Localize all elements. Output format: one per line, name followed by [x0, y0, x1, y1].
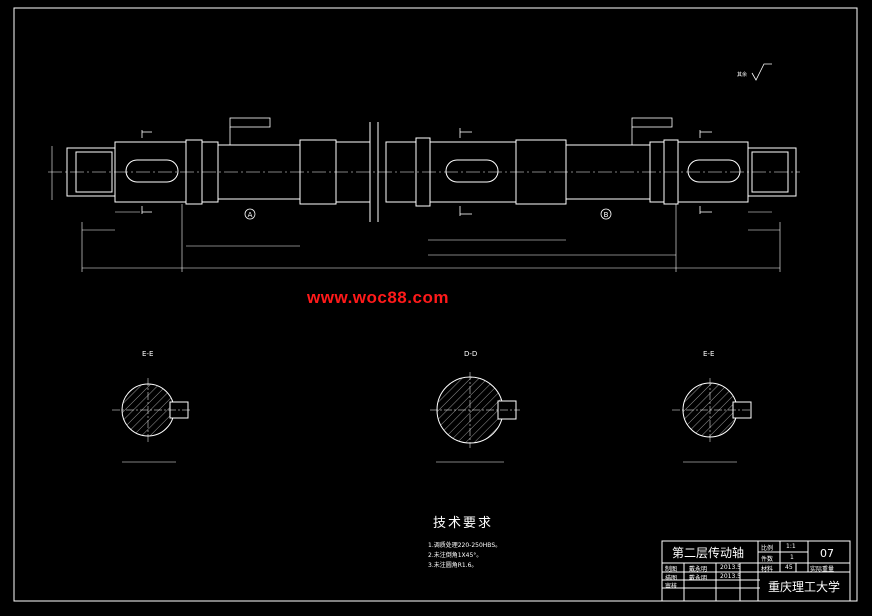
tech-requirement-item: 2.未注倒角1X45°。 — [428, 552, 483, 559]
weight-label: 实际重量 — [810, 566, 835, 573]
check-date: 2013.5 — [720, 573, 741, 580]
section-label-middle: D-D — [464, 350, 478, 358]
qty-label: 件数 — [761, 556, 774, 563]
material-label: 材料 — [761, 566, 774, 573]
material-value: 45 — [785, 564, 793, 571]
part-name: 第二层传动轴 — [672, 546, 745, 560]
section-label-left: E-E — [142, 350, 154, 358]
qty-value: 1 — [790, 554, 794, 561]
scale-value: 1:1 — [786, 543, 796, 550]
tech-requirements-title: 技术要求 — [432, 516, 493, 531]
roughness-note: 其余 — [737, 63, 772, 81]
tech-requirement-item: 3.未注圆角R1.6。 — [428, 562, 478, 569]
drawing-number: 07 — [820, 547, 834, 560]
school-name: 重庆理工大学 — [768, 580, 841, 594]
drawn-name: 戴永明 — [689, 566, 708, 573]
check-name: 戴永明 — [689, 575, 708, 582]
scale-label: 比例 — [761, 545, 774, 552]
dimension-lines — [51, 146, 781, 272]
section-markers — [141, 117, 712, 220]
section-label-right: E-E — [703, 350, 715, 358]
tech-requirement-item: 1.调质处理220-250HBS。 — [428, 542, 502, 549]
svg-text:其余: 其余 — [737, 71, 747, 78]
watermark-text: www.woc88.com — [307, 288, 449, 307]
datum-b-label: B — [604, 211, 609, 219]
check-label: 描图 — [665, 575, 678, 582]
title-block-frame — [661, 540, 851, 602]
datum-a-label: A — [248, 211, 253, 219]
shaft-outline — [66, 122, 797, 222]
outer-frame — [13, 7, 858, 602]
review-label: 审核 — [665, 583, 678, 590]
drawn-label: 制图 — [665, 566, 678, 573]
section-views — [112, 372, 752, 463]
drawn-date: 2013.5 — [720, 564, 741, 571]
